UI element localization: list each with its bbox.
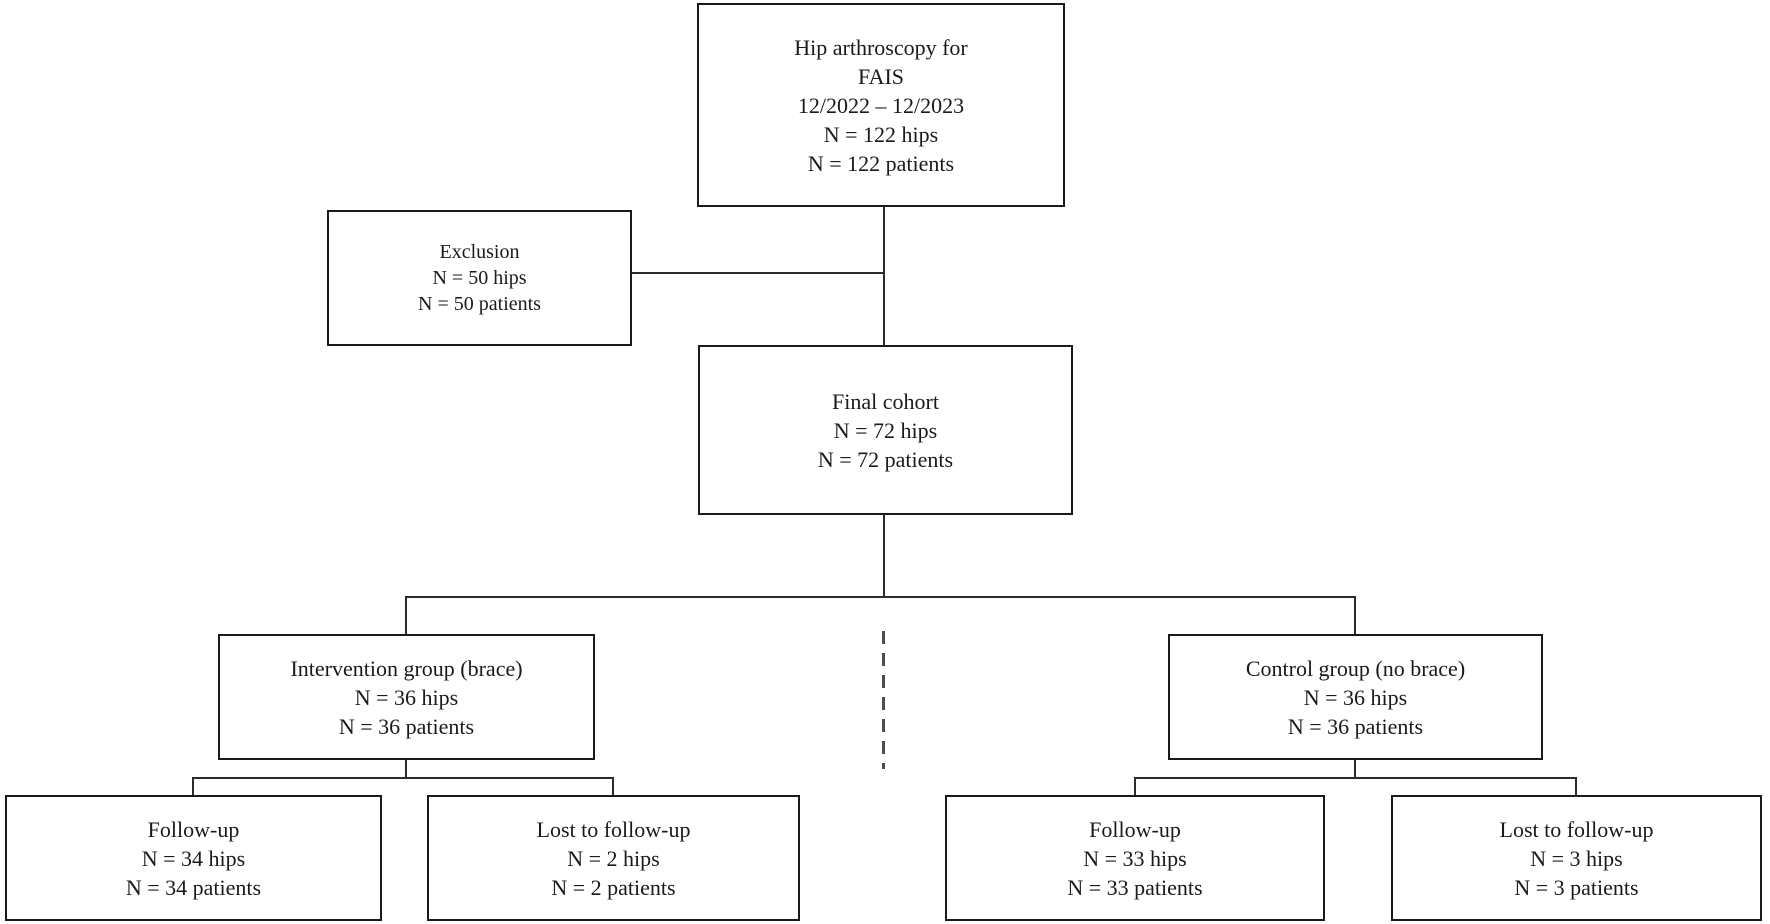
connector-final-cohort-stem: [883, 515, 885, 597]
exclusion-n-hips: N = 50 hips: [432, 267, 527, 289]
exclusion-n-patients: N = 50 patients: [418, 293, 541, 315]
enrollment-n-hips: N = 122 hips: [823, 121, 939, 147]
enrollment-n-patients: N = 122 patients: [807, 150, 955, 176]
enrollment-date-range: 12/2022 – 12/2023: [797, 92, 965, 118]
connector-enrollment-to-final-stem: [883, 207, 885, 345]
control-n-hips: N = 36 hips: [1303, 684, 1408, 710]
node-intervention-group: Intervention group (brace) N = 36 hips N…: [218, 634, 595, 760]
enrollment-title-line-1: Hip arthroscopy for: [794, 34, 968, 60]
connector-control-followup-drop: [1134, 777, 1136, 796]
node-control-lost-to-followup: Lost to follow-up N = 3 hips N = 3 patie…: [1391, 795, 1762, 921]
node-control-group: Control group (no brace) N = 36 hips N =…: [1168, 634, 1543, 760]
node-intervention-lost-to-followup: Lost to follow-up N = 2 hips N = 2 patie…: [427, 795, 800, 921]
intervention-lost-title: Lost to follow-up: [536, 816, 691, 842]
node-intervention-followup: Follow-up N = 34 hips N = 34 patients: [5, 795, 382, 921]
dashed-group-divider-line: [882, 631, 885, 769]
intervention-n-patients: N = 36 patients: [338, 713, 475, 739]
connector-intervention-followup-drop: [192, 777, 194, 796]
connector-control-stem: [1354, 760, 1356, 778]
control-title: Control group (no brace): [1245, 655, 1466, 681]
control-lost-n-patients: N = 3 patients: [1514, 874, 1639, 900]
connector-control-drop: [1354, 596, 1356, 636]
exclusion-title: Exclusion: [439, 241, 520, 263]
intervention-followup-title: Follow-up: [147, 816, 240, 842]
control-lost-title: Lost to follow-up: [1499, 816, 1654, 842]
intervention-lost-n-patients: N = 2 patients: [551, 874, 676, 900]
control-lost-n-hips: N = 3 hips: [1530, 845, 1623, 871]
intervention-lost-n-hips: N = 2 hips: [567, 845, 660, 871]
connector-group-split-horizontal: [406, 596, 1356, 598]
node-enrollment: Hip arthroscopy for FAIS 12/2022 – 12/20…: [697, 3, 1065, 207]
connector-intervention-split-horizontal: [193, 777, 614, 779]
control-followup-title: Follow-up: [1089, 816, 1181, 842]
connector-intervention-stem: [405, 760, 407, 778]
node-control-followup: Follow-up N = 33 hips N = 33 patients: [945, 795, 1325, 921]
enrollment-title-line-2: FAIS: [857, 63, 905, 89]
final-cohort-n-hips: N = 72 hips: [833, 417, 938, 443]
intervention-followup-n-patients: N = 34 patients: [125, 874, 262, 900]
final-cohort-title: Final cohort: [832, 388, 939, 414]
intervention-n-hips: N = 36 hips: [354, 684, 459, 710]
intervention-title: Intervention group (brace): [290, 655, 523, 681]
control-followup-n-patients: N = 33 patients: [1067, 874, 1203, 900]
connector-control-lost-drop: [1575, 777, 1577, 796]
control-followup-n-hips: N = 33 hips: [1083, 845, 1187, 871]
node-final-cohort: Final cohort N = 72 hips N = 72 patients: [698, 345, 1073, 515]
connector-exclusion-branch: [632, 272, 884, 274]
connector-control-split-horizontal: [1135, 777, 1577, 779]
intervention-followup-n-hips: N = 34 hips: [141, 845, 246, 871]
connector-intervention-drop: [405, 596, 407, 636]
control-n-patients: N = 36 patients: [1287, 713, 1424, 739]
final-cohort-n-patients: N = 72 patients: [817, 446, 954, 472]
connector-intervention-lost-drop: [612, 777, 614, 796]
node-exclusion: Exclusion N = 50 hips N = 50 patients: [327, 210, 632, 346]
